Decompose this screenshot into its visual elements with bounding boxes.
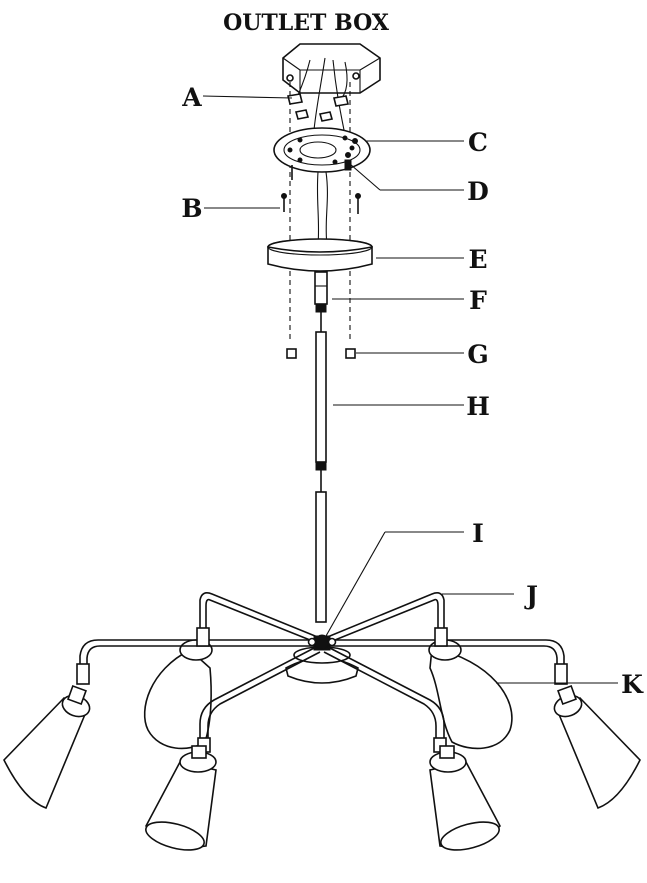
- callout-b: B: [181, 194, 202, 223]
- callout-k: K: [621, 670, 644, 699]
- ground-screw: [344, 159, 352, 171]
- callout-a: A: [181, 83, 202, 112]
- shade-front-right: [429, 745, 501, 851]
- callout-j: J: [524, 581, 538, 610]
- shade-outer-right: [553, 685, 641, 810]
- wire-connectors: [287, 93, 349, 122]
- callout-g: G: [467, 340, 488, 369]
- callout-labels: A B C D E F G H I J K: [181, 83, 644, 699]
- shade-front-left: [145, 745, 217, 851]
- canopy: [267, 238, 373, 272]
- callout-i: I: [472, 519, 484, 548]
- alignment-guides: [289, 82, 351, 340]
- fixture-wires: [316, 171, 328, 246]
- shade-back-right: [428, 639, 513, 750]
- arms: [79, 592, 565, 740]
- callout-d: D: [467, 177, 489, 206]
- cap-nuts: [286, 348, 356, 359]
- mounting-screws: [281, 165, 361, 214]
- callout-e: E: [468, 245, 487, 274]
- leader-lines: [202, 95, 618, 684]
- extension-rods: [315, 312, 327, 623]
- hub: [307, 634, 337, 650]
- outlet-box: [282, 43, 381, 94]
- callout-h: H: [466, 392, 490, 421]
- diagram-title: OUTLET BOX: [223, 10, 390, 36]
- callout-c: C: [468, 128, 488, 157]
- coupling: [314, 271, 328, 313]
- callout-f: F: [469, 286, 487, 315]
- shade-back-left: [143, 639, 213, 750]
- mounting-plate: [273, 127, 371, 173]
- shade-outer-left: [3, 685, 91, 810]
